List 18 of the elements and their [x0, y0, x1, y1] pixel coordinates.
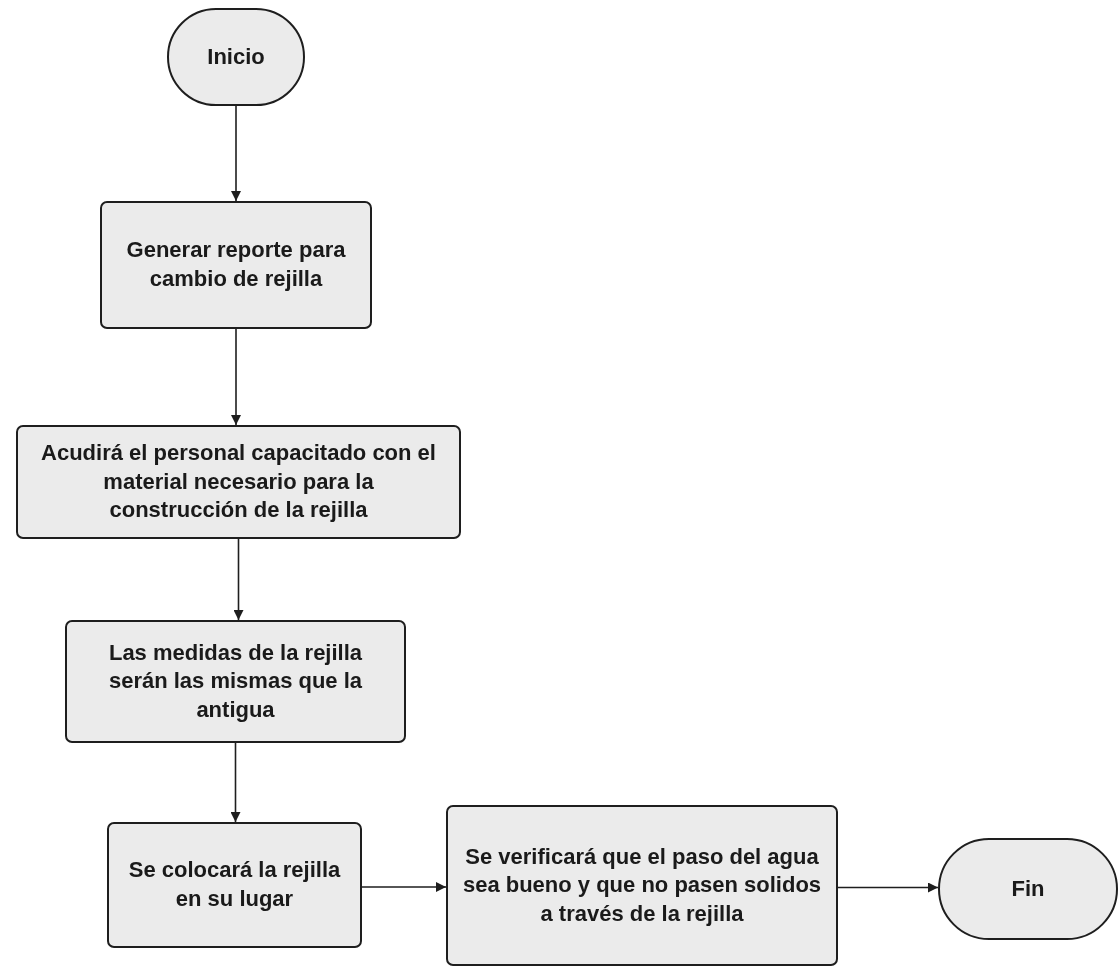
arrow — [230, 742, 241, 823]
node-text: Generar reporte para cambio de rejilla — [125, 236, 347, 293]
node-text: Fin — [1011, 874, 1045, 903]
node-text: Las medidas de la rejilla serán las mismas que la antigua — [107, 638, 364, 724]
node-text: Se colocará la rejilla en su lugar — [127, 856, 342, 913]
arrow — [233, 538, 244, 621]
arrow — [837, 882, 939, 893]
arrow — [361, 882, 447, 892]
process-box — [16, 425, 461, 539]
process-box — [107, 822, 362, 948]
process-box — [446, 805, 838, 966]
process-box — [100, 201, 372, 329]
arrow — [231, 105, 241, 202]
arrow — [231, 328, 241, 426]
node-text: Inicio — [207, 42, 265, 71]
process-box — [65, 620, 406, 743]
node-text: Acudirá el personal capacitado con el material necesario para la construcción de la rejilla — [40, 439, 437, 525]
node-text: Se verificará que el paso del agua sea bueno y que no pasen solidos a través de la rejilla — [462, 842, 822, 928]
